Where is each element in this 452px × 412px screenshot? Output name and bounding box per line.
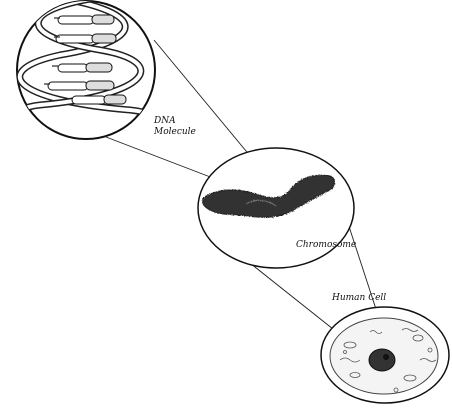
dna-label-molecule: Molecule [154, 127, 196, 137]
cell-nucleus [369, 349, 395, 371]
chromosome-label: Chromosome [296, 240, 356, 250]
chromosome-circle [198, 148, 354, 268]
dna-magnified-circle [14, 0, 160, 145]
dna-label: DNA [154, 116, 176, 126]
human-cell-label: Human Cell [332, 293, 386, 303]
human-cell-circle [321, 307, 449, 403]
